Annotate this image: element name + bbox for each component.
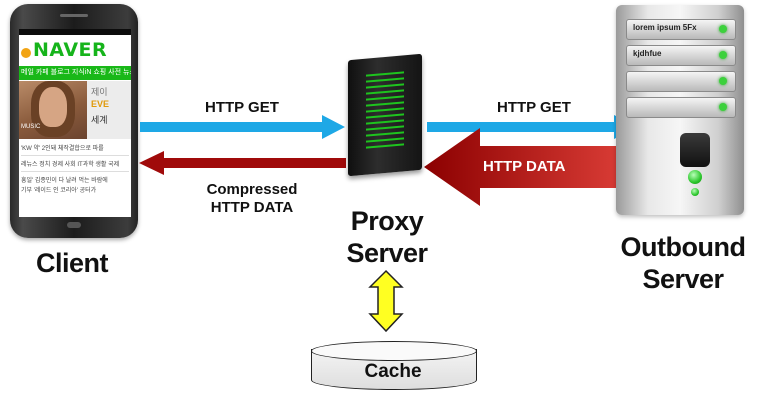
proxy-led: [366, 143, 404, 149]
client-phone-image: NAVER 메일 카페 블로그 지식iN 쇼핑 사전 뉴스 증권 부동 MUSI…: [10, 4, 138, 238]
news-line-3: 흥일' 김종민이 다 날려 먹는 바람에: [21, 178, 108, 184]
server-bay-4: [626, 97, 736, 118]
news-side-panel: 제이 EVE 세계: [87, 81, 131, 139]
node-proxy-label-2: Server: [346, 238, 428, 268]
naver-header: NAVER: [19, 35, 131, 65]
green-led-icon: [719, 77, 727, 85]
proxy-led: [366, 101, 404, 107]
phone-screen: NAVER 메일 카페 블로그 지식iN 쇼핑 사전 뉴스 증권 부동 MUSI…: [19, 29, 131, 217]
proxy-led: [366, 107, 404, 113]
proxy-led: [366, 77, 404, 83]
node-cache-label: Cache: [364, 361, 422, 382]
proxy-led: [366, 137, 404, 143]
power-button-icon: [688, 170, 702, 184]
news-divider: [21, 171, 129, 172]
proxy-led: [366, 95, 404, 101]
naver-nav-bar: 메일 카페 블로그 지식iN 쇼핑 사전 뉴스 증권 부동: [19, 66, 131, 80]
news-photo: MUSIC: [19, 81, 87, 139]
label-http-get-outbound: HTTP GET: [497, 99, 571, 116]
status-led-icon: [691, 188, 699, 196]
news-divider: [21, 155, 129, 156]
data-arrow-proxy-to-client: [139, 151, 346, 175]
news-line-1: 'KW 약' 2인돼 체작결합으로 파를: [21, 146, 104, 152]
naver-logo: NAVER: [33, 39, 108, 61]
node-outbound-label-2: Server: [642, 264, 724, 294]
label-http-data: HTTP DATA: [483, 158, 566, 175]
news-side-text-1: 제이: [91, 87, 108, 97]
label-compressed: Compressed: [206, 181, 298, 198]
server-bay-1-label: lorem ipsum 5Fx: [633, 23, 697, 32]
news-line-2: 레뉴스 정치 경제 사회 IT과학 생활 국제: [21, 162, 120, 168]
proxy-server-image: [348, 53, 422, 177]
server-bay-2: kjdhfue: [626, 45, 736, 66]
phone-speaker: [60, 14, 88, 17]
request-arrow-client-to-proxy: [140, 115, 345, 139]
cache-double-arrow: [368, 269, 404, 333]
server-bay-2-label: kjdhfue: [633, 49, 662, 58]
label-compressed-data: HTTP DATA: [210, 199, 294, 216]
news-photo-caption: MUSIC: [21, 124, 41, 130]
proxy-led: [366, 131, 404, 137]
node-outbound-label-1: Outbound: [620, 232, 746, 262]
green-led-icon: [719, 51, 727, 59]
proxy-led: [366, 89, 404, 95]
proxy-led: [366, 125, 404, 131]
news-line-4: 기부 '레이드 인 코리아' 공터가: [21, 188, 97, 194]
cache-cylinder-top: [311, 341, 477, 361]
green-led-icon: [719, 25, 727, 33]
node-client-label: Client: [36, 248, 109, 278]
proxy-led: [366, 119, 404, 125]
outbound-server-image: lorem ipsum 5Fx kjdhfue: [616, 5, 744, 215]
news-side-text-2: EVE: [91, 99, 110, 109]
photo-face: [39, 87, 67, 127]
phone-status-bar: [19, 29, 131, 35]
server-bay-3: [626, 71, 736, 92]
green-led-icon: [719, 103, 727, 111]
phone-home-button: [67, 222, 81, 228]
server-bay-1: lorem ipsum 5Fx: [626, 19, 736, 40]
proxy-led: [366, 113, 404, 119]
naver-leaf-icon: [21, 48, 31, 58]
proxy-led: [366, 71, 404, 77]
data-arrow-outbound-to-proxy: [424, 128, 638, 206]
request-arrow-proxy-to-outbound: [427, 115, 638, 139]
server-front-panel: [680, 133, 710, 167]
node-proxy-label-1: Proxy: [350, 206, 424, 236]
label-http-get-client: HTTP GET: [205, 99, 279, 116]
proxy-led: [366, 83, 404, 89]
news-side-text-3: 세계: [91, 115, 108, 125]
